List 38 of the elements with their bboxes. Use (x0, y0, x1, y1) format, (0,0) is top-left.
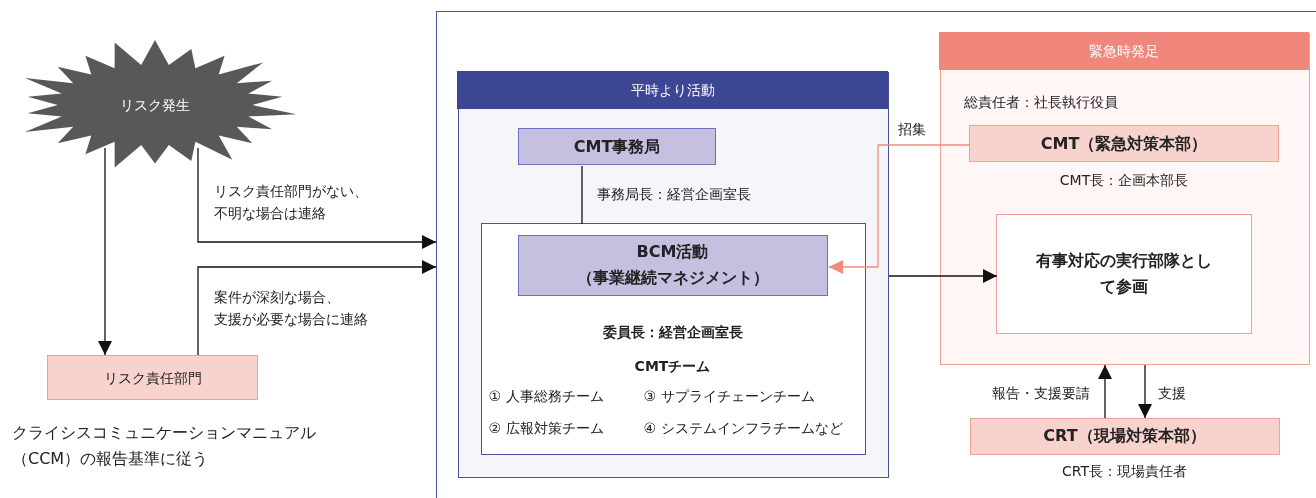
task-box (996, 214, 1252, 334)
box-label: CRT（現場対策本部） (1043, 425, 1206, 448)
box-label: CMT事務局 (573, 135, 661, 158)
arrow (1098, 364, 1112, 419)
connector-line (581, 165, 583, 225)
outer-frame (436, 11, 1316, 498)
role-text: 総責任者：社長執行役員 (964, 93, 1118, 112)
arrow (828, 144, 971, 274)
panel-header: 緊急時発足 (939, 32, 1309, 70)
box-label: 有事対応の実行部隊として参画 (1035, 250, 1213, 298)
team-item: ④ システムインフラチームなど (643, 418, 843, 438)
caption-text: CMT長：企画本部長 (1059, 171, 1189, 190)
arrow (1138, 364, 1152, 419)
arrow (197, 147, 437, 249)
arrow (888, 269, 998, 283)
team-item: ② 広報対策チーム (488, 418, 604, 438)
process-box (969, 125, 1279, 162)
process-box (518, 128, 716, 165)
note-text: クライシスコミュニケーションマニュアル（CCM）の報告基準に従う (12, 422, 317, 470)
team-item: ③ サプライチェーンチーム (643, 386, 815, 406)
activity-panel (457, 71, 889, 478)
box-label: BCM活動（事業継続マネジメント） (575, 241, 770, 289)
box-label: CMT（緊急対策本部） (1040, 132, 1208, 155)
committee-box (481, 223, 866, 455)
department-box (47, 355, 258, 400)
role-text: 委員長：経営企画室長 (602, 322, 743, 342)
process-box (969, 417, 1280, 455)
emergency-panel (939, 32, 1310, 365)
caption-text: 事務局長：経営企画室長 (597, 185, 751, 204)
arrow (98, 147, 112, 356)
team-heading: CMTチーム (634, 356, 711, 376)
team-item: ① 人事総務チーム (488, 386, 604, 406)
burst-label: リスク発生 (120, 95, 190, 115)
panel-header: 平時より活動 (457, 71, 888, 109)
process-box (517, 234, 828, 296)
arrow (197, 260, 437, 356)
caption-text: CRT長：現場責任者 (1062, 461, 1187, 481)
box-label: リスク責任部門 (103, 368, 202, 388)
